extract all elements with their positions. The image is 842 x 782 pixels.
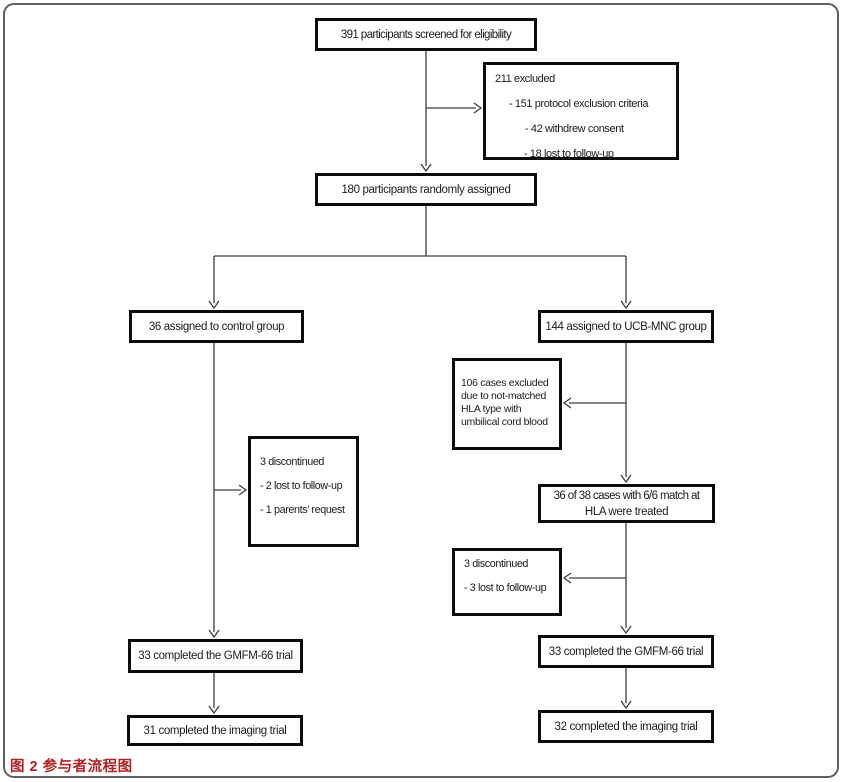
box-control-discontinued-item: - 2 lost to follow-up (260, 480, 343, 492)
box-control-discontinued-title: 3 discontinued (260, 456, 325, 468)
box-screened: 391 participants screened for eligibilit… (315, 18, 537, 51)
box-treated-line: HLA were treated (584, 505, 669, 518)
box-excluded-item: - 151 protocol exclusion criteria (509, 98, 649, 110)
box-randomized: 180 participants randomly assigned (315, 173, 537, 206)
box-hla-excluded-line: umbilical cord blood (461, 416, 548, 428)
box-ucb-discontinued-title: 3 discontinued (464, 558, 529, 570)
figure-caption: 图 2 参与者流程图 (10, 759, 133, 775)
box-screened-text: 391 participants screened for eligibilit… (340, 28, 512, 41)
box-ucb-discontinued-item: - 3 lost to follow-up (464, 582, 547, 594)
box-hla-excluded: 106 cases excluded due to not-matched HL… (452, 358, 562, 450)
box-ucb-gmfm: 33 completed the GMFM-66 trial (538, 635, 714, 668)
box-ucb-imaging-text: 32 completed the imaging trial (554, 720, 698, 733)
box-control-gmfm: 33 completed the GMFM-66 trial (128, 639, 303, 673)
box-randomized-text: 180 participants randomly assigned (341, 183, 511, 196)
box-excluded: 211 excluded - 151 protocol exclusion cr… (483, 62, 679, 160)
box-control-group: 36 assigned to control group (129, 310, 304, 343)
box-control-imaging-text: 31 completed the imaging trial (143, 724, 287, 737)
box-ucb-group-text: 144 assigned to UCB-MNC group (545, 320, 707, 333)
box-hla-excluded-line: HLA type with (461, 403, 522, 415)
connector-lines (213, 51, 627, 708)
box-control-discontinued: 3 discontinued - 2 lost to follow-up - 1… (248, 436, 359, 547)
box-treated-line: 36 of 38 cases with 6/6 match at (553, 489, 700, 502)
figure-border (3, 3, 839, 778)
box-ucb-gmfm-text: 33 completed the GMFM-66 trial (548, 645, 704, 658)
box-excluded-item: - 18 lost to follow-up (524, 148, 614, 160)
box-hla-excluded-line: 106 cases excluded (461, 377, 549, 389)
box-control-imaging: 31 completed the imaging trial (127, 715, 303, 746)
box-ucb-group: 144 assigned to UCB-MNC group (538, 310, 714, 343)
box-ucb-discontinued: 3 discontinued - 3 lost to follow-up (452, 548, 562, 616)
box-control-gmfm-text: 33 completed the GMFM-66 trial (138, 650, 293, 662)
arrowheads (208, 102, 632, 715)
box-treated: 36 of 38 cases with 6/6 match at HLA wer… (538, 484, 715, 523)
box-control-group-text: 36 assigned to control group (148, 320, 285, 333)
box-ucb-imaging: 32 completed the imaging trial (538, 710, 714, 743)
box-excluded-title: 211 excluded (495, 73, 555, 85)
box-excluded-item: - 42 withdrew consent (525, 123, 624, 135)
box-control-discontinued-item: - 1 parents’ request (260, 504, 345, 516)
box-hla-excluded-line: due to not-matched (461, 390, 547, 402)
